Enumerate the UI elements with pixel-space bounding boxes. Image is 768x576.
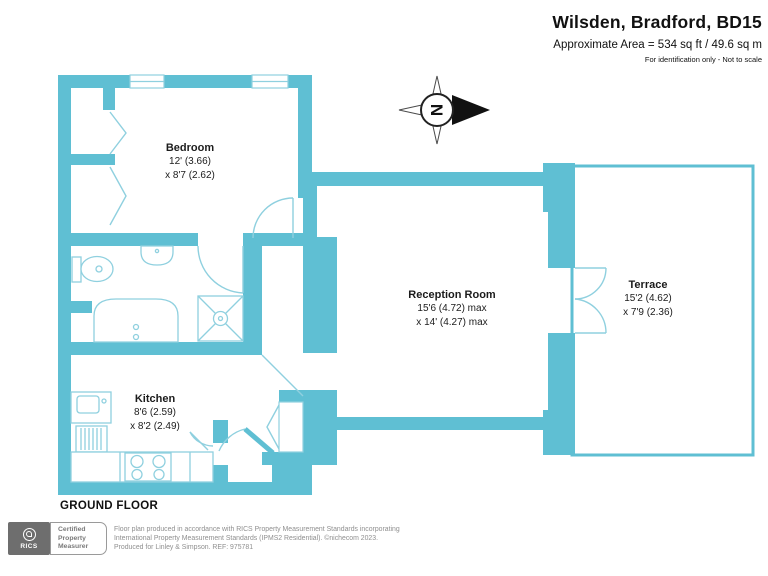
header: Wilsden, Bradford, BD15 Approximate Area… xyxy=(552,12,762,64)
kitchen-sink-icon xyxy=(70,391,112,424)
page-title: Wilsden, Bradford, BD15 xyxy=(552,12,762,32)
reception-label: Reception Room 15'6 (4.72) max x 14' (4.… xyxy=(408,288,495,330)
disclaimer-line: International Property Measurement Stand… xyxy=(114,535,378,542)
rics-crest-icon xyxy=(22,527,36,541)
room-name: Reception Room xyxy=(408,289,496,301)
cupboard xyxy=(278,401,304,453)
room-dim: x 14' (4.27) max xyxy=(416,317,488,328)
shower-icon xyxy=(197,295,244,342)
room-dim: 8'6 (2.59) xyxy=(134,407,176,418)
room-dim: 15'6 (4.72) max xyxy=(417,303,487,314)
terrace-label: Terrace 15'2 (4.62) x 7'9 (2.36) xyxy=(623,278,673,320)
walls xyxy=(58,75,575,495)
footer-disclaimer: Floor plan produced in accordance with R… xyxy=(114,525,400,552)
rics-logo: RICS xyxy=(8,522,50,555)
badge-line: Measurer xyxy=(58,543,89,551)
disclaimer-line: Produced for Linley & Simpson. REF: 9757… xyxy=(114,544,254,551)
doors xyxy=(109,111,607,452)
certified-measurer-badge: Certified Property Measurer xyxy=(50,522,107,555)
room-dim: x 8'7 (2.62) xyxy=(165,170,215,181)
appliance-icon xyxy=(75,425,108,453)
compass-north-label: N xyxy=(427,104,446,116)
bedroom-label: Bedroom 12' (3.66) x 8'7 (2.62) xyxy=(165,141,215,183)
entrance-door-leaf xyxy=(243,427,275,455)
compass-icon: N xyxy=(398,75,490,145)
area-text: Approximate Area = 534 sq ft / 49.6 sq m xyxy=(553,39,762,51)
kitchen-label: Kitchen 8'6 (2.59) x 8'2 (2.49) xyxy=(130,392,180,434)
terrace-outline xyxy=(570,164,755,457)
disclaimer-line: Floor plan produced in accordance with R… xyxy=(114,526,400,533)
room-dim: 12' (3.66) xyxy=(169,156,211,167)
room-dim: x 7'9 (2.36) xyxy=(623,307,673,318)
room-name: Kitchen xyxy=(134,393,176,405)
scale-note: For identification only - Not to scale xyxy=(644,55,762,64)
bathtub-icon xyxy=(93,298,179,343)
rics-text: RICS xyxy=(20,542,38,550)
kitchen-fixtures xyxy=(70,391,214,483)
room-name: Bedroom xyxy=(165,142,215,154)
compass-north-arrow xyxy=(452,95,490,125)
room-dim: x 8'2 (2.49) xyxy=(130,421,180,432)
badge-line: Certified xyxy=(58,526,86,533)
badge-line: Property xyxy=(58,534,86,542)
room-name: Terrace xyxy=(628,279,668,291)
sink-icon xyxy=(140,245,174,266)
bathroom-fixtures xyxy=(71,245,244,343)
window-icon xyxy=(129,74,289,89)
hob-icon xyxy=(70,451,214,483)
room-dim: 15'2 (4.62) xyxy=(624,293,672,304)
floor-title: GROUND FLOOR xyxy=(60,500,159,512)
toilet-icon xyxy=(71,255,114,283)
